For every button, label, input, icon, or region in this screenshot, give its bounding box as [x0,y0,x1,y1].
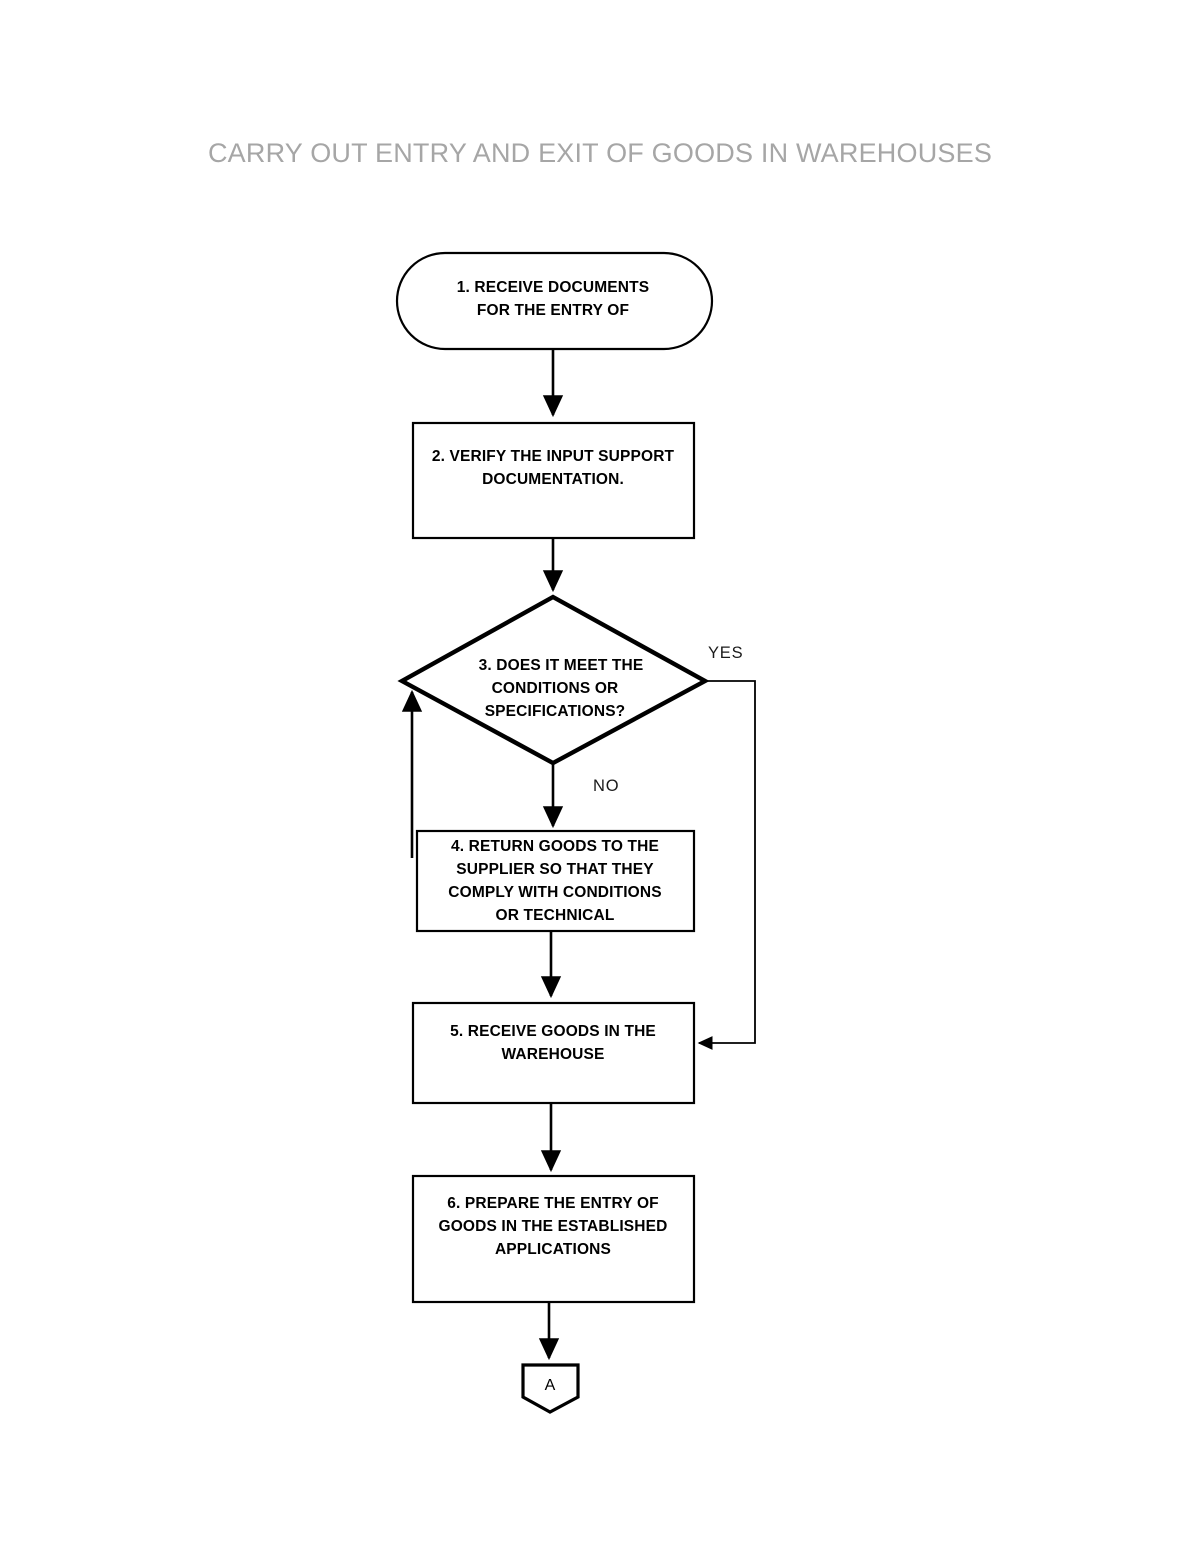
node-3-decision[interactable]: 3. DOES IT MEET THE CONDITIONS OR SPECIF… [397,594,710,766]
node-6-line-1: 6. PREPARE THE ENTRY OF [447,1195,659,1212]
node-2-shape [411,421,696,540]
edge-label-yes: YES [708,644,743,662]
node-6-line-3: APPLICATIONS [495,1241,611,1258]
node-4-line-1: 4. RETURN GOODS TO THE [451,838,659,855]
node-4-line-4: OR TECHNICAL [496,907,615,924]
node-6-shape [411,1174,696,1304]
node-4-process[interactable]: 4. RETURN GOODS TO THE SUPPLIER SO THAT … [415,829,696,933]
node-4-shape [415,829,696,933]
connector-a-shape [521,1363,580,1414]
node-3-line-1: 3. DOES IT MEET THE [479,657,644,674]
node-2-line-1: 2. VERIFY THE INPUT SUPPORT [432,448,675,465]
node-5-line-1: 5. RECEIVE GOODS IN THE [450,1023,656,1040]
node-4-line-3: COMPLY WITH CONDITIONS [448,884,661,901]
node-3-line-3: SPECIFICATIONS? [485,703,626,720]
node-1-terminator[interactable]: 1. RECEIVE DOCUMENTS FOR THE ENTRY OF [395,251,714,351]
node-2-process[interactable]: 2. VERIFY THE INPUT SUPPORT DOCUMENTATIO… [411,421,696,540]
node-3-line-2: CONDITIONS OR [492,680,619,697]
connector-a-label: A [545,1377,556,1394]
node-2-line-2: DOCUMENTATION. [482,471,624,488]
node-1-shape [395,251,714,351]
edge-label-no: NO [593,777,619,795]
node-6-line-2: GOODS IN THE ESTABLISHED [439,1218,668,1235]
edge-node3-yes-to-node5 [697,680,756,1051]
node-1-line-2: FOR THE ENTRY OF [477,302,629,319]
node-4-line-2: SUPPLIER SO THAT THEY [456,861,654,878]
node-1-line-1: 1. RECEIVE DOCUMENTS [457,279,649,296]
node-5-shape [411,1001,696,1105]
node-7-offpage-connector[interactable]: A [521,1363,580,1414]
node-5-process[interactable]: 5. RECEIVE GOODS IN THE WAREHOUSE [411,1001,696,1105]
node-5-line-2: WAREHOUSE [502,1046,605,1063]
page-title: CARRY OUT ENTRY AND EXIT OF GOODS IN WAR… [207,138,993,168]
node-6-process[interactable]: 6. PREPARE THE ENTRY OF GOODS IN THE EST… [411,1174,696,1304]
